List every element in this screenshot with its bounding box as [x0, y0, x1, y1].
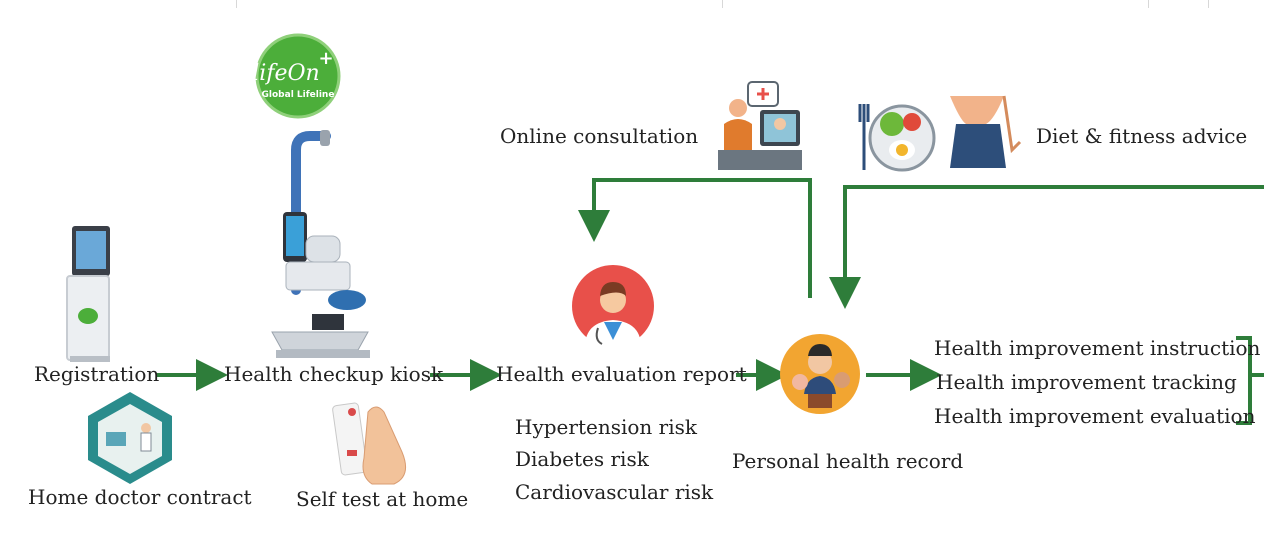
self-test-label: Self test at home — [296, 487, 469, 511]
personal-record-label: Personal health record — [732, 449, 964, 473]
arrow-consultation-loop — [578, 178, 812, 298]
risk-item: Hypertension risk — [515, 415, 697, 439]
registration-label: Registration — [34, 362, 160, 386]
top-edge-mark — [1208, 0, 1209, 8]
top-edge-mark — [722, 0, 723, 8]
diet-fitness-label: Diet & fitness advice — [1036, 124, 1248, 148]
top-edge-mark — [1148, 0, 1149, 8]
arrow-diet-loop — [829, 185, 1264, 309]
home-doctor-label: Home doctor contract — [28, 485, 252, 509]
risk-item: Diabetes risk — [515, 447, 649, 471]
improvement-bracket — [1236, 336, 1252, 425]
online-consultation-label: Online consultation — [500, 124, 699, 148]
kiosk-label: Health checkup kiosk — [224, 362, 444, 386]
risk-item: Cardiovascular risk — [515, 480, 714, 504]
improvement-item: Health improvement tracking — [936, 370, 1237, 394]
top-edge-mark — [236, 0, 237, 8]
improvement-item: Health improvement evaluation — [934, 404, 1256, 428]
improvement-item: Health improvement instruction — [934, 336, 1261, 360]
evaluation-report-label: Health evaluation report — [496, 362, 747, 386]
